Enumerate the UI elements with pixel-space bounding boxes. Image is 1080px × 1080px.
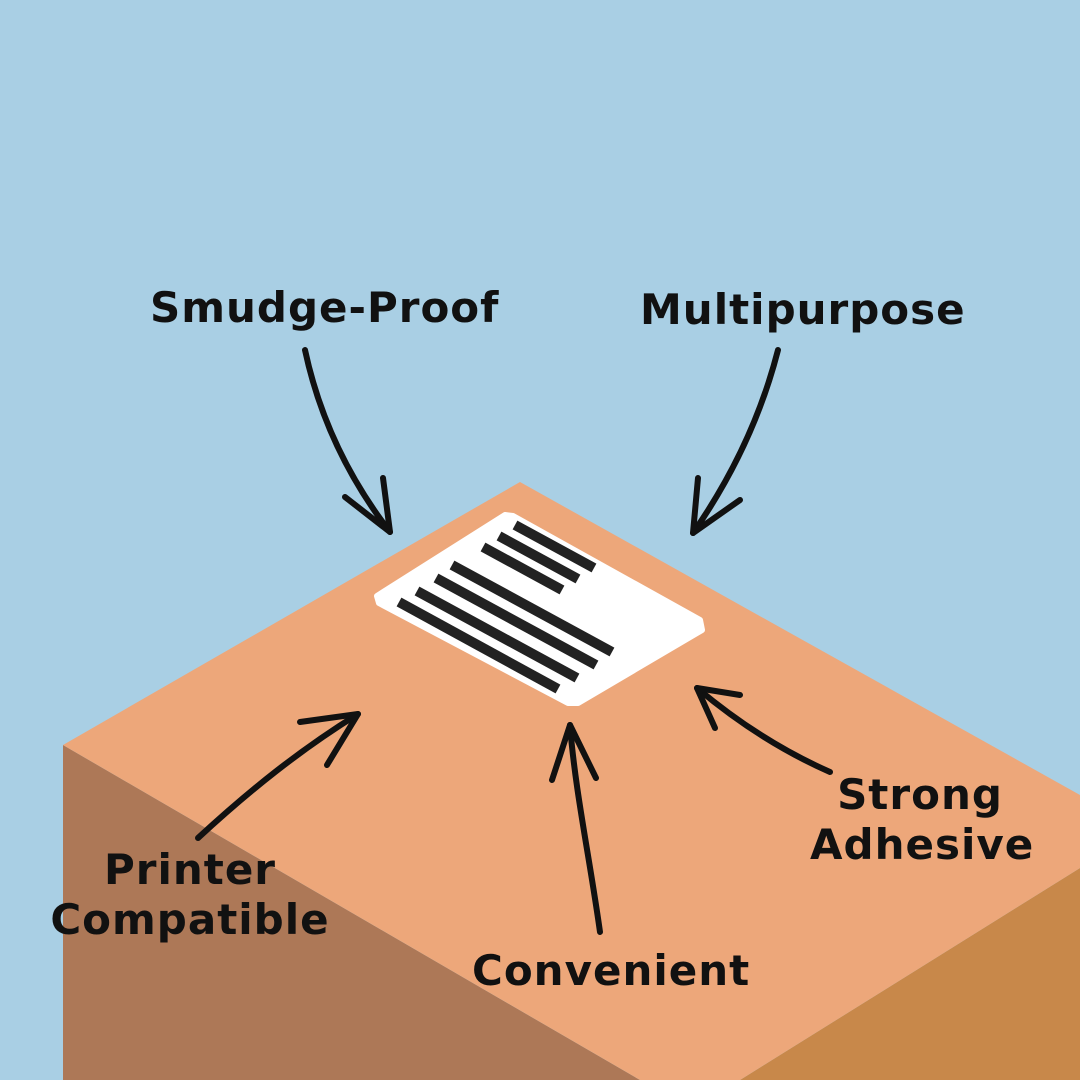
arrow-printer-compatible <box>195 711 361 841</box>
arrow-multipurpose <box>690 347 781 536</box>
callout-multipurpose: Multipurpose <box>640 285 966 334</box>
callout-strong-line1: Strong <box>837 770 1003 819</box>
arrow-strong-adhesive <box>694 685 833 775</box>
arrow-smudge-proof <box>302 347 393 535</box>
callout-strong-adhesive: Strong Adhesive <box>810 770 1035 870</box>
shipping-label <box>374 512 705 706</box>
callout-strong-line2: Adhesive <box>810 820 1035 869</box>
callout-smudge-proof: Smudge-Proof <box>150 283 500 332</box>
callout-printer-compatible: Printer Compatible <box>50 845 330 945</box>
callout-printer-line2: Compatible <box>50 895 330 944</box>
callout-convenient: Convenient <box>472 946 751 995</box>
callout-printer-line1: Printer <box>103 845 277 894</box>
box-top-face <box>63 482 1080 1080</box>
arrow-convenient <box>549 722 603 935</box>
